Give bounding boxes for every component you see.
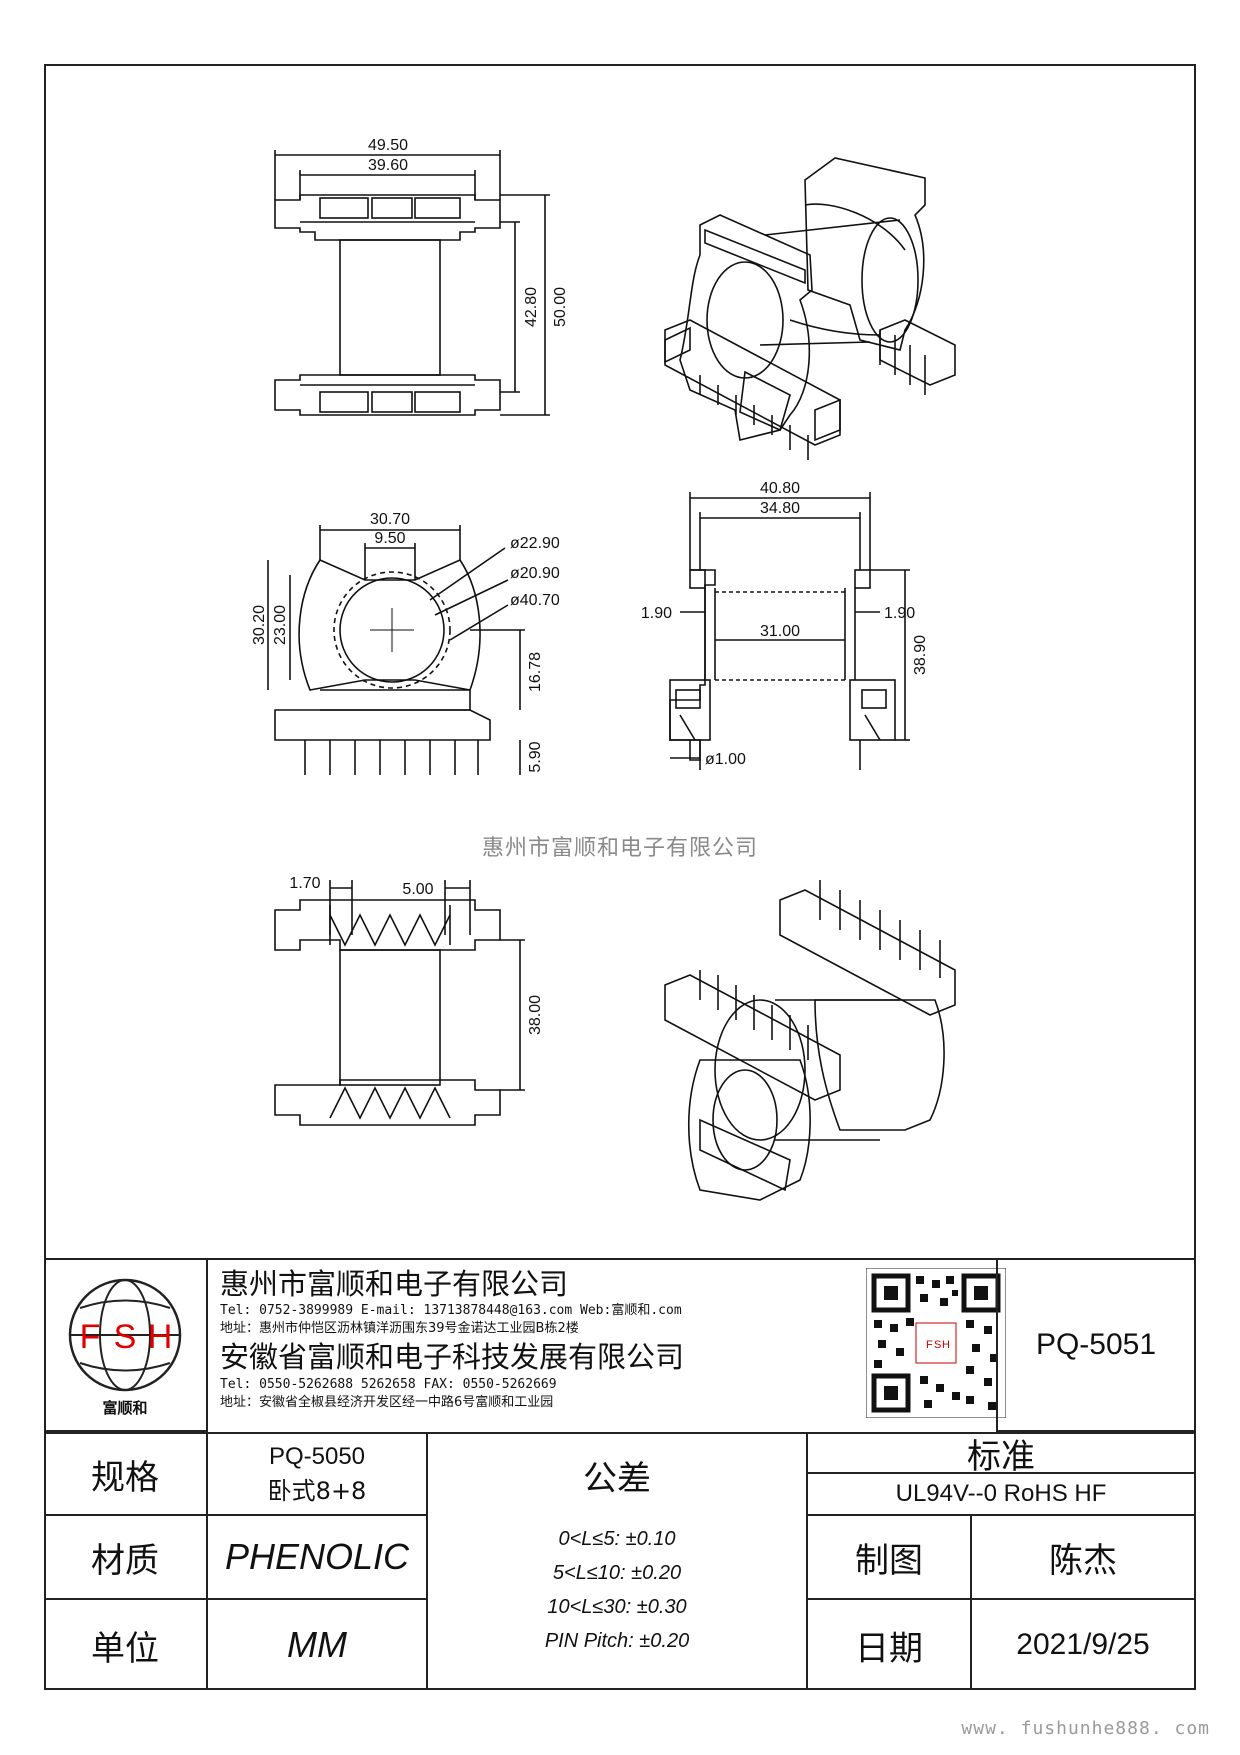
dim-end-h1: 30.20 — [251, 605, 268, 645]
tolerance-row-2: 5<L≤10: ±0.20 — [552, 1562, 682, 1584]
qr-logo-h: H — [942, 1339, 950, 1351]
qr-code-icon: F S H — [865, 1267, 1007, 1419]
material-label: 材质 — [44, 1516, 208, 1600]
bottom-upper-comb — [329, 905, 451, 947]
back-pins — [879, 330, 926, 395]
dim-side-left-wall: 1.90 — [641, 605, 672, 622]
end-view: 30.70 9.50 ø22.90 ø20.90 ø40.70 30 — [251, 511, 560, 775]
company2-name: 安徽省富顺和电子科技发展有限公司 — [220, 1340, 685, 1374]
side-view: 40.80 34.80 31.00 1.90 1.90 38.90 ø1 — [641, 480, 929, 770]
unit-label: 单位 — [44, 1600, 208, 1690]
globe-logo-icon: F S H — [68, 1278, 182, 1391]
dim-height-overall: 50.00 — [552, 287, 569, 327]
logo-cell: F S H 富顺和 — [44, 1260, 208, 1432]
dim-side-pin-diameter: ø1.00 — [705, 751, 746, 768]
material-value: PHENOLIC — [208, 1516, 428, 1600]
qr-logo-letters: F — [926, 1339, 933, 1351]
dim-side-inner: 34.80 — [760, 500, 800, 517]
dim-side-height: 38.90 — [912, 635, 929, 675]
dim-diameter-1: ø22.90 — [510, 535, 560, 552]
dim-side-winding: 31.00 — [760, 623, 800, 640]
dim-end-slot: 9.50 — [374, 530, 405, 547]
logo-letter-s: S — [114, 1318, 137, 1356]
dim-end-width: 30.70 — [370, 511, 410, 528]
title-block: F S H 富顺和 惠州市富顺和电子有限公司 Tel: 0752-3899989… — [44, 1258, 1196, 1690]
part-number-cell: PQ-5051 — [996, 1260, 1194, 1432]
tolerance-row-3: 10<L≤30: ±0.30 — [547, 1596, 687, 1618]
dim-diameter-3: ø40.70 — [510, 592, 560, 609]
spec-value-2: 卧式8+8 — [267, 1476, 367, 1505]
dim-end-h2: 23.00 — [272, 605, 289, 645]
dim-end-pin: 5.90 — [527, 741, 544, 772]
company-info: 惠州市富顺和电子有限公司 Tel: 0752-3899989 E-mail: 1… — [220, 1266, 860, 1430]
date-label: 日期 — [808, 1600, 972, 1690]
tolerance-row-4: PIN Pitch: ±0.20 — [544, 1630, 690, 1652]
company1-contact: Tel: 0752-3899989 E-mail: 13713878448@16… — [220, 1303, 682, 1318]
part-number: PQ-5051 — [1035, 1328, 1157, 1361]
isometric-view-top — [664, 157, 956, 460]
dim-height-inner: 42.80 — [523, 287, 540, 327]
drawn-by-label: 制图 — [808, 1516, 972, 1600]
dim-overall-width: 49.50 — [368, 137, 408, 154]
qr-code-cell: F S H — [865, 1267, 1007, 1419]
tolerance-row-1: 0<L≤5: ±0.10 — [558, 1528, 676, 1550]
tolerance-label: 公差 — [428, 1434, 808, 1516]
front-pins — [699, 375, 809, 460]
spec-value-1: PQ-5050 — [268, 1442, 366, 1470]
drawn-by-value: 陈杰 — [972, 1516, 1194, 1600]
tolerance-values: 0<L≤5: ±0.10 5<L≤10: ±0.20 10<L≤30: ±0.3… — [428, 1516, 808, 1690]
company1-name: 惠州市富顺和电子有限公司 — [220, 1267, 569, 1301]
isometric-view-bottom — [664, 880, 956, 1201]
drawing-frame — [44, 64, 1196, 1690]
dim-diameter-2: ø20.90 — [510, 565, 560, 582]
dim-inner-width: 39.60 — [368, 157, 408, 174]
dim-bottom-pin-pitch: 5.00 — [402, 881, 433, 898]
dim-end-h3: 16.78 — [527, 652, 544, 692]
logo-letter-h: H — [148, 1318, 173, 1356]
back-rail-pins — [819, 880, 941, 978]
company1-address: 地址：惠州市仲恺区沥林镇洋沥围东39号金诺达工业园B栋2楼 — [220, 1321, 579, 1336]
standard-value: UL94V--0 RoHS HF — [808, 1474, 1194, 1516]
dim-side-overall: 40.80 — [760, 480, 800, 497]
drawing-views: 49.50 39.60 42.80 50.00 — [251, 137, 956, 1201]
date-value: 2021/9/25 — [1016, 1628, 1150, 1661]
bottom-view: 1.70 5.00 38.00 — [274, 875, 544, 1126]
bottom-lower-comb — [329, 1086, 451, 1120]
dim-bottom-pin-offset: 1.70 — [289, 875, 320, 892]
front-rail-pins — [699, 970, 809, 1060]
company2-contact: Tel: 0550-5262688 5262658 FAX: 0550-5262… — [220, 1377, 557, 1392]
logo-name: 富顺和 — [102, 1398, 148, 1417]
watermark-url: www. fushunhe888. com — [961, 1718, 1210, 1739]
qr-logo-s: S — [934, 1339, 941, 1351]
end-view-pins — [304, 740, 479, 775]
dim-side-right-wall: 1.90 — [884, 605, 915, 622]
standard-label: 标准 — [808, 1434, 1194, 1477]
watermark-company: 惠州市富顺和电子有限公司 — [481, 836, 758, 861]
spec-value-cell: PQ-5050 卧式8+8 — [208, 1434, 428, 1516]
company2-address: 地址：安徽省全椒县经济开发区经一中路6号富顺和工业园 — [220, 1395, 554, 1410]
dim-bottom-height: 38.00 — [527, 995, 544, 1035]
spec-label: 规格 — [44, 1434, 208, 1516]
top-view: 49.50 39.60 42.80 50.00 — [274, 137, 569, 416]
unit-value: MM — [208, 1600, 428, 1690]
logo-letter-f: F — [80, 1318, 101, 1356]
title-divider — [44, 1432, 1194, 1434]
